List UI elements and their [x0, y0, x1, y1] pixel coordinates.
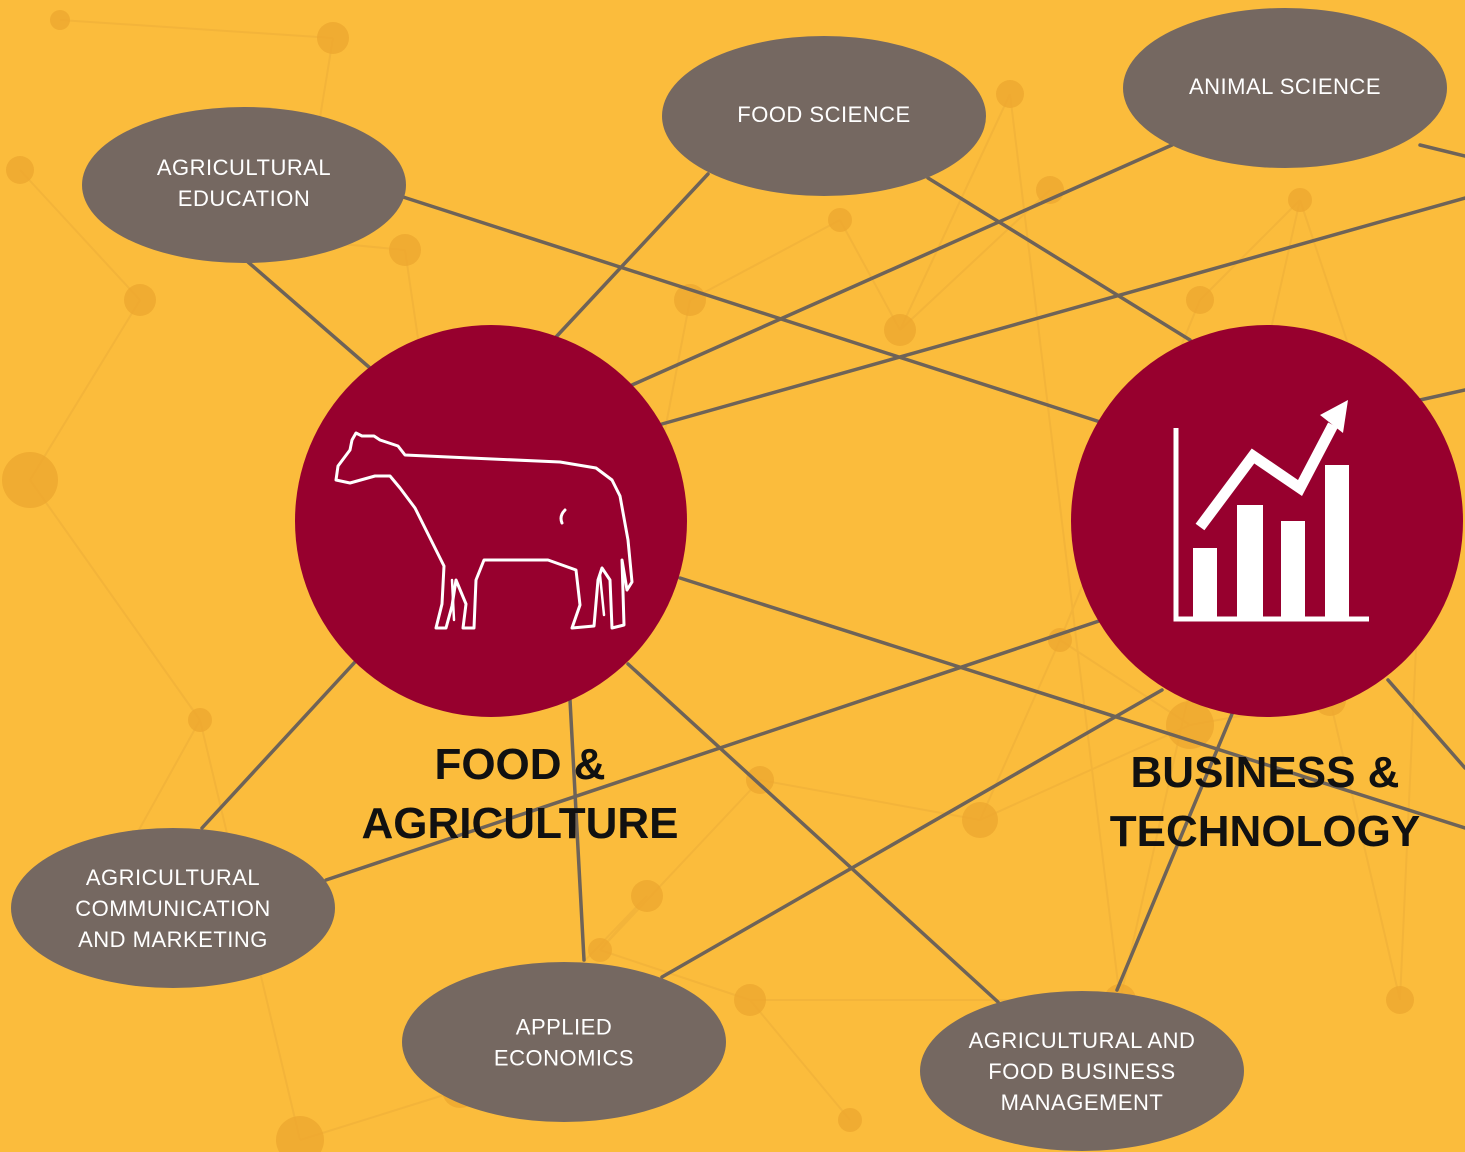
program-oval	[662, 36, 986, 196]
background-node	[2, 452, 58, 508]
background-link	[19, 169, 141, 301]
background-link	[299, 1089, 461, 1141]
program-oval	[1123, 8, 1447, 168]
background-node	[1386, 986, 1414, 1014]
background-node	[1186, 286, 1214, 314]
background-node	[828, 208, 852, 232]
program-label-line: AND MARKETING	[78, 927, 268, 952]
hub-circle	[295, 325, 687, 717]
background-link	[689, 219, 841, 301]
program-label-line: AGRICULTURAL AND	[969, 1028, 1196, 1053]
connector-line	[554, 172, 710, 339]
program-label-line: AGRICULTURAL	[86, 865, 260, 890]
program-label-line: COMMUNICATION	[75, 896, 271, 921]
hub-title-line: FOOD &	[434, 740, 605, 789]
program-label-line: AGRICULTURAL	[157, 155, 331, 180]
connector-line	[1115, 712, 1234, 992]
hubs: FOOD & AGRICULTURE BUSINESS & TECHNOLOGY	[295, 325, 1463, 856]
connector-line	[678, 576, 1465, 830]
chart-bar-shape	[1193, 548, 1217, 619]
background-node	[588, 938, 612, 962]
program-node-animal-science: ANIMAL SCIENCE	[1123, 8, 1447, 168]
connector-line	[398, 194, 1127, 432]
hub-title-line: BUSINESS &	[1131, 748, 1400, 797]
background-node	[124, 284, 156, 316]
program-label-line: FOOD SCIENCE	[737, 102, 910, 127]
background-node	[50, 10, 70, 30]
connector-line	[200, 660, 357, 830]
background-link	[29, 299, 141, 481]
connector-line	[630, 143, 1174, 387]
connector-line	[324, 618, 1104, 882]
background-link	[979, 724, 1191, 821]
program-oval	[920, 991, 1244, 1151]
background-link	[839, 219, 901, 331]
background-node	[1288, 188, 1312, 212]
background-node	[734, 984, 766, 1016]
program-label-line: MANAGEMENT	[1001, 1090, 1164, 1115]
background-link	[1059, 639, 1191, 726]
program-oval	[11, 828, 335, 988]
background-node	[188, 708, 212, 732]
connector-line	[1386, 678, 1465, 770]
background-node	[1048, 628, 1072, 652]
program-oval	[402, 962, 726, 1122]
background-link	[759, 779, 981, 821]
background-link	[599, 779, 761, 951]
background-link	[59, 19, 334, 39]
program-label-line: ECONOMICS	[494, 1046, 634, 1071]
hub-food-agriculture: FOOD & AGRICULTURE	[295, 325, 687, 848]
hub-business-technology: BUSINESS & TECHNOLOGY	[1071, 325, 1463, 856]
background-link	[599, 949, 751, 1001]
program-node-agricultural-food-business-management: AGRICULTURAL AND FOOD BUSINESS MANAGEMENT	[920, 991, 1244, 1151]
program-node-agricultural-communication-marketing: AGRICULTURAL COMMUNICATION AND MARKETING	[11, 828, 335, 988]
background-link	[899, 189, 1051, 331]
background-node	[389, 234, 421, 266]
chart-bar-shape	[1325, 465, 1349, 619]
program-label-line: EDUCATION	[178, 186, 310, 211]
background-link	[1329, 699, 1401, 1001]
background-link	[899, 93, 1011, 331]
connector-line	[1418, 388, 1465, 402]
program-oval	[82, 107, 406, 263]
hub-title-line: AGRICULTURE	[362, 799, 679, 848]
program-label-line: ANIMAL SCIENCE	[1189, 74, 1381, 99]
connector-lines	[200, 143, 1465, 1004]
background-node	[746, 766, 774, 794]
background-node	[838, 1108, 862, 1132]
program-node-food-science: FOOD SCIENCE	[662, 36, 986, 196]
program-label-line: APPLIED	[516, 1015, 612, 1040]
program-label-line: FOOD BUSINESS	[988, 1059, 1175, 1084]
connector-line	[568, 698, 586, 962]
background-link	[1199, 199, 1301, 301]
program-node-agricultural-education: AGRICULTURAL EDUCATION	[82, 107, 406, 263]
bar-chart-growth-icon	[1173, 400, 1369, 622]
chart-bar-shape	[1237, 505, 1263, 619]
connector-line	[626, 662, 1000, 1004]
background-node	[996, 80, 1024, 108]
connector-line	[1418, 143, 1465, 158]
background-node	[962, 802, 998, 838]
program-ovals: AGRICULTURAL EDUCATION FOOD SCIENCE ANIMAL …	[11, 8, 1447, 1151]
background-node	[276, 1116, 324, 1152]
background-node	[317, 22, 349, 54]
cow-icon	[334, 431, 634, 630]
chart-bar-shape	[1281, 521, 1305, 619]
hub-title-line: TECHNOLOGY	[1110, 807, 1420, 856]
background-node	[884, 314, 916, 346]
hub-circle	[1071, 325, 1463, 717]
background-link	[979, 639, 1061, 821]
connector-line	[660, 688, 1164, 979]
program-node-applied-economics: APPLIED ECONOMICS	[402, 962, 726, 1122]
connector-line	[660, 196, 1465, 426]
background-link	[1009, 93, 1121, 1001]
background-link	[29, 479, 201, 721]
background-node	[631, 880, 663, 912]
background-link	[749, 999, 851, 1121]
background-node	[6, 156, 34, 184]
connector-line	[246, 260, 372, 370]
connector-line	[926, 176, 1192, 342]
